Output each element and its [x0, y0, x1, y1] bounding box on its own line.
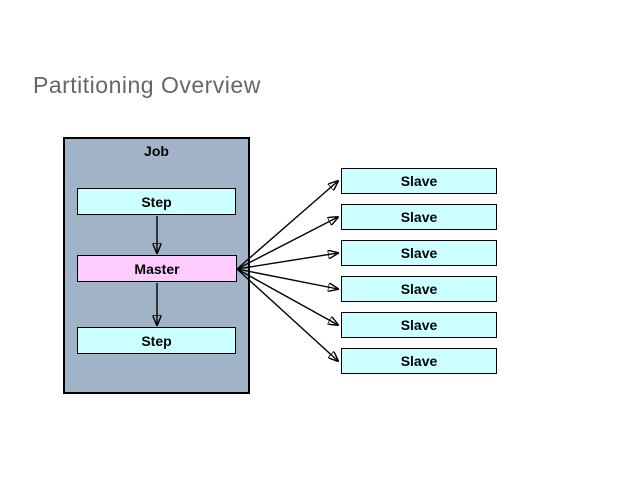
- arrow-master-to-slave-5: [236, 268, 338, 325]
- slave-box-3: Slave: [341, 240, 497, 266]
- arrow-master-to-slave-1: [236, 181, 338, 270]
- slave-box-2: Slave: [341, 204, 497, 230]
- arrow-master-to-slave-2: [236, 217, 338, 270]
- slave-box-4: Slave: [341, 276, 497, 302]
- arrow-master-to-slave-4: [236, 268, 338, 289]
- master-box: Master: [77, 255, 237, 282]
- step-box-top: Step: [77, 188, 236, 215]
- step-box-bottom: Step: [77, 327, 236, 354]
- slave-box-6: Slave: [341, 348, 497, 374]
- arrow-master-to-slave-3: [236, 253, 338, 270]
- job-label: Job: [144, 143, 169, 159]
- arrow-master-to-slave-6: [236, 268, 338, 361]
- slave-box-1: Slave: [341, 168, 497, 194]
- slave-box-5: Slave: [341, 312, 497, 338]
- slide-title: Partitioning Overview: [33, 72, 261, 98]
